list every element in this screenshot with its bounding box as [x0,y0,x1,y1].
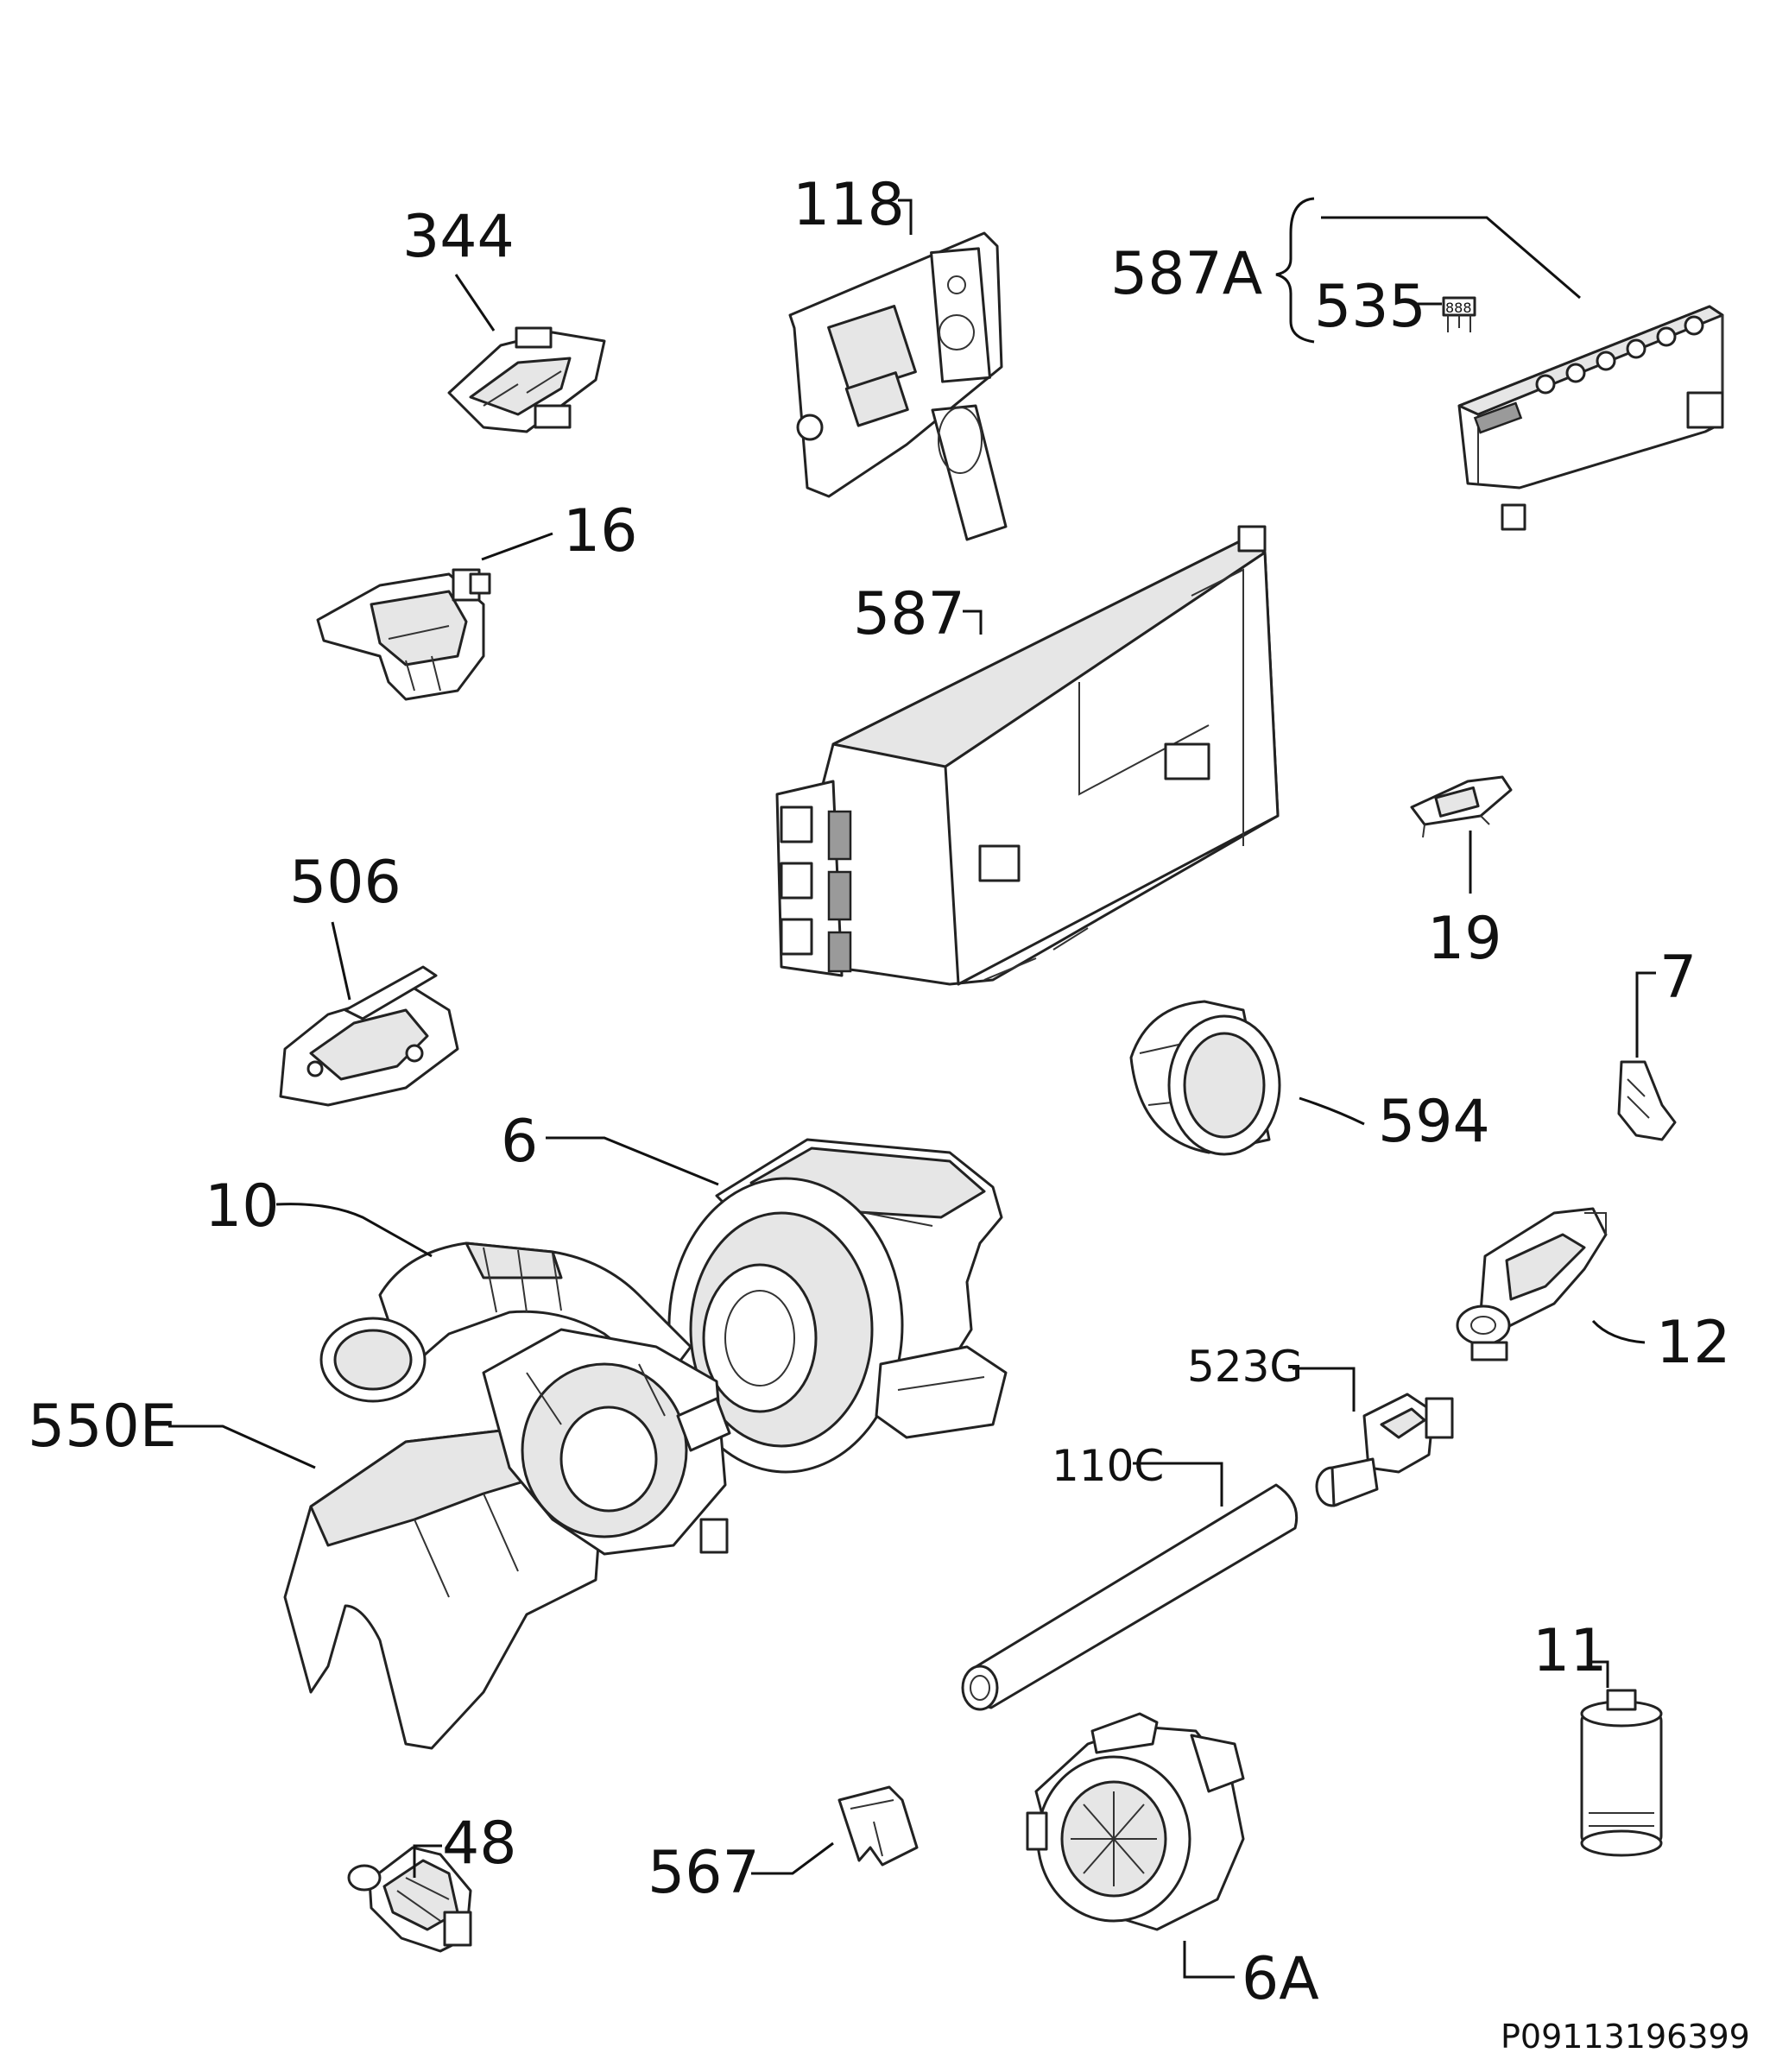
label-12: 12 [1656,1309,1731,1377]
label-118: 118 [793,171,905,239]
leader-12 [1591,1319,1646,1344]
label-11: 11 [1533,1617,1608,1685]
label-506: 506 [289,849,401,917]
label-587A: 587A [1110,240,1262,308]
part-506[interactable] [279,965,459,1107]
label-19: 19 [1427,905,1502,973]
part-10[interactable] [319,1241,692,1403]
part-523G[interactable] [1315,1393,1454,1507]
label-594: 594 [1378,1088,1490,1156]
label-523G: 523G [1187,1342,1303,1392]
part-118[interactable] [788,231,1008,541]
part-594[interactable] [1129,1000,1281,1156]
part-567[interactable] [837,1785,919,1867]
label-567: 567 [648,1839,760,1907]
part-344[interactable] [447,326,606,433]
label-535: 535 [1314,273,1426,341]
leader-110C [1133,1462,1223,1507]
leader-550E [168,1424,316,1469]
part-19[interactable] [1410,775,1513,838]
leader-587 [963,610,983,635]
label-6A: 6A [1242,1945,1319,2013]
leader-48 [413,1844,442,1878]
label-6: 6 [501,1108,538,1176]
part-110C[interactable] [961,1483,1299,1711]
part-11[interactable] [1580,1689,1663,1857]
part-48[interactable] [347,1846,472,1953]
leader-344 [454,274,496,332]
part-7[interactable] [1617,1060,1677,1141]
leader-11 [1590,1660,1609,1688]
leader-10 [275,1203,433,1258]
leader-523G [1292,1367,1356,1412]
part-535[interactable]: 888 [1442,296,1476,332]
part-12[interactable] [1456,1207,1608,1361]
part-16[interactable] [316,568,491,701]
leader-506 [331,921,351,1001]
leader-567 [751,1841,834,1875]
svg-text:888: 888 [1445,300,1472,316]
part-6[interactable] [667,1138,1008,1474]
label-48: 48 [442,1810,517,1878]
label-16: 16 [563,497,638,565]
label-344: 344 [402,203,515,271]
part-6A[interactable] [1026,1712,1245,1931]
leader-16 [481,532,553,561]
leader-6A [1183,1941,1235,1979]
label-7: 7 [1659,944,1697,1012]
leader-7 [1635,971,1656,1058]
part-550E[interactable] [283,1328,731,1750]
label-587: 587 [853,580,965,648]
brace-587A [1275,197,1315,344]
label-10: 10 [205,1172,280,1241]
drawing-reference-number: P09113196399 [1501,2018,1750,2056]
leader-594 [1299,1096,1365,1126]
part-587[interactable] [775,525,1280,986]
label-550E: 550E [28,1393,177,1461]
leader-587A [1321,216,1581,300]
leader-118 [898,199,913,235]
label-110C: 110C [1052,1441,1164,1491]
leader-6 [546,1136,719,1186]
part-587A[interactable] [1457,305,1724,531]
